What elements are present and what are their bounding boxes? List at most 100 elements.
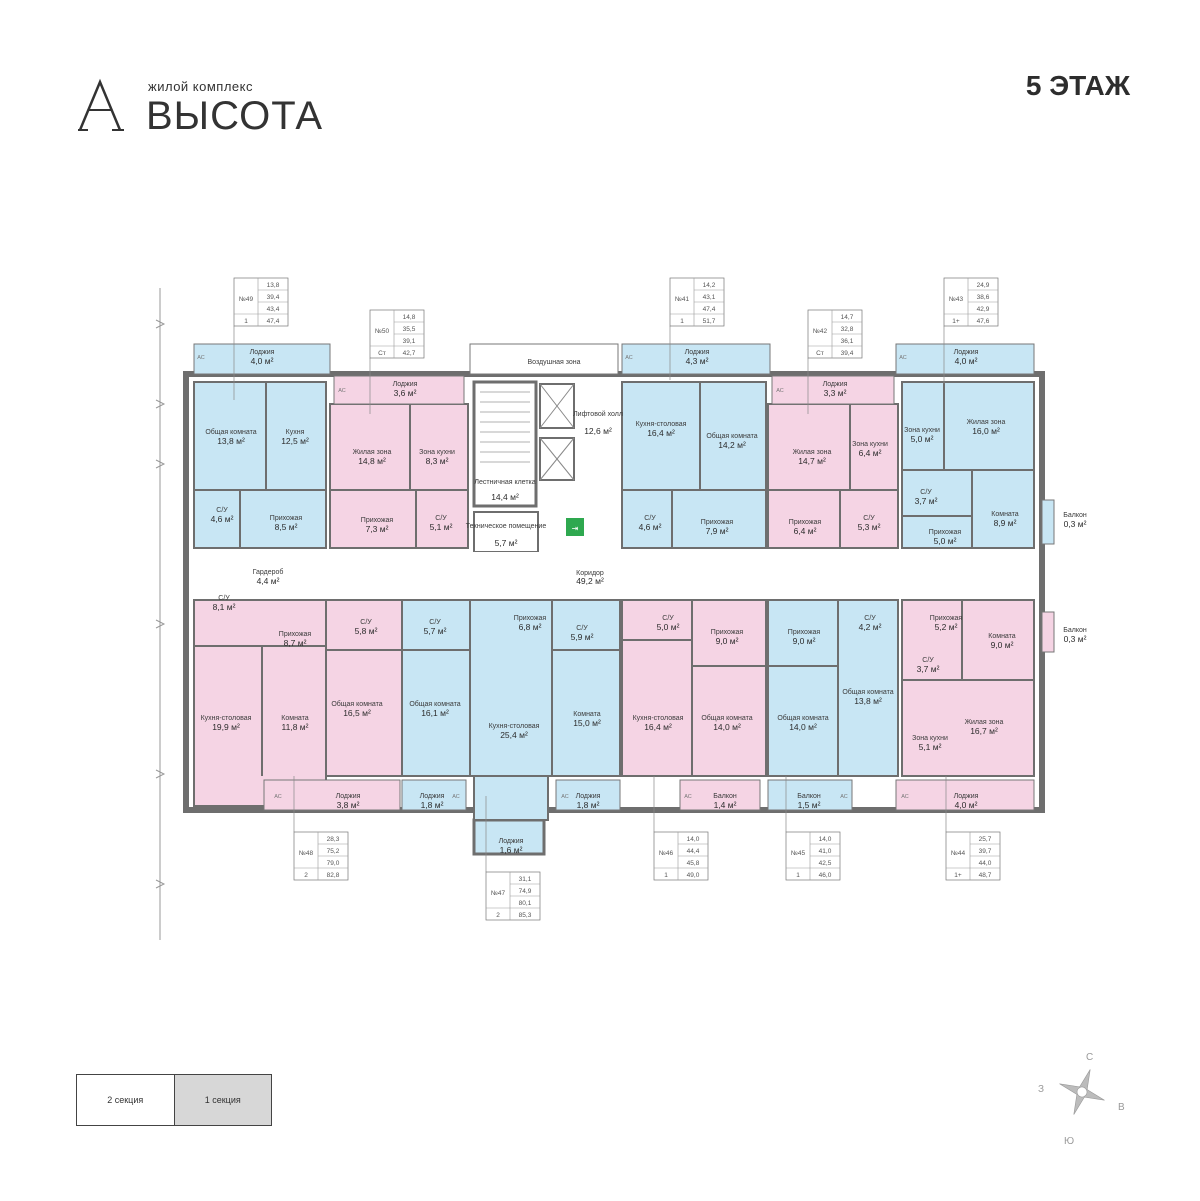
room-name: С/У: [644, 515, 656, 522]
apartment-area-value: 43,4: [267, 306, 280, 313]
room-area: 5,0 м²: [911, 434, 934, 444]
room-area: 4,6 м²: [639, 522, 662, 532]
room-area: 1,8 м²: [421, 800, 444, 810]
apartment-area-value: 74,9: [519, 888, 532, 895]
room-area: 6,8 м²: [519, 622, 542, 632]
room-area: 4,6 м²: [211, 514, 234, 524]
balcony-46[interactable]: [679, 779, 761, 811]
room-area: 4,3 м²: [686, 356, 709, 366]
room-area: 16,5 м²: [343, 708, 371, 718]
loggia-42[interactable]: [771, 375, 895, 405]
unit-45[interactable]: [767, 599, 899, 777]
stair-label: Лестничная клетка: [474, 479, 535, 486]
unit-48[interactable]: [193, 599, 327, 807]
room-area: 4,0 м²: [955, 356, 978, 366]
room-name: С/У: [864, 615, 876, 622]
apartment-area-value: 85,3: [519, 912, 532, 919]
unit-46[interactable]: [621, 599, 767, 777]
brand-name: ВЫСОТА: [146, 94, 323, 138]
room-area: 5,0 м²: [934, 536, 957, 546]
apartment-area-value: 46,0: [819, 872, 832, 879]
loggia-44[interactable]: [895, 779, 1035, 811]
stair-area: 14,4 м²: [491, 492, 519, 502]
loggia-41[interactable]: [621, 343, 771, 375]
room-name: Прихожая: [701, 519, 734, 526]
loggia-47c[interactable]: [555, 779, 621, 811]
room-area: 6,4 м²: [794, 526, 817, 536]
section-2-tab[interactable]: 2 секция: [107, 1095, 144, 1105]
apartment-area-value: 13,8: [267, 282, 280, 289]
room-name: С/У: [435, 515, 447, 522]
loggia-43[interactable]: [895, 343, 1035, 375]
loggia-49[interactable]: [193, 343, 331, 375]
room-area: 7,3 м²: [366, 524, 389, 534]
room-name: Гардероб: [253, 568, 284, 576]
balcony-43[interactable]: [1041, 499, 1055, 545]
room-area: 9,0 м²: [716, 636, 739, 646]
room-label: С/У5,0 м²: [657, 615, 680, 632]
room-name: Комната: [281, 715, 309, 722]
room-area: 14,0 м²: [789, 722, 817, 732]
room-name: Лоджия: [685, 349, 710, 356]
ac-marker: АС: [840, 794, 848, 800]
room-area: 6,4 м²: [859, 448, 882, 458]
loggia-47a[interactable]: [401, 779, 467, 811]
room-area: 9,0 м²: [793, 636, 816, 646]
room-name: Кухня-столовая: [636, 421, 687, 428]
brand-subtitle: жилой комплекс: [148, 79, 253, 94]
logo-mark-icon: [78, 78, 124, 131]
room-area: 9,0 м²: [991, 640, 1014, 650]
balcony-44[interactable]: [1041, 611, 1055, 653]
unit-43[interactable]: [901, 381, 1035, 549]
room-area: 5,9 м²: [571, 632, 594, 642]
exit-sign-icon: [566, 518, 584, 536]
apartment-number: №45: [791, 850, 806, 857]
apartment-rooms: 1: [680, 318, 684, 325]
unit-41[interactable]: [621, 381, 767, 549]
apartment-rooms: Ст: [378, 350, 386, 357]
air-zone: [469, 343, 619, 375]
unit-48b[interactable]: [325, 599, 403, 777]
room-area: 5,2 м²: [935, 622, 958, 632]
balcony-45[interactable]: [767, 779, 853, 811]
loggia-48[interactable]: [263, 779, 401, 811]
unit-42[interactable]: [767, 403, 899, 549]
loggia-50[interactable]: [333, 375, 465, 405]
apartment-area-value: 42,9: [977, 306, 990, 313]
room-name: Прихожая: [930, 615, 963, 622]
apartment-area-value: 38,6: [977, 294, 990, 301]
unit-44[interactable]: [901, 599, 1035, 777]
room-area: 0,3 м²: [1064, 519, 1087, 529]
room-name: Комната: [991, 511, 1019, 518]
apartment-area-value: 82,8: [327, 872, 340, 879]
room-area: 16,4 м²: [647, 428, 675, 438]
apartment-area-value: 28,3: [327, 836, 340, 843]
section-1-tab[interactable]: 1 секция: [173, 1075, 271, 1125]
room-name: С/У: [920, 489, 932, 496]
unit-49[interactable]: [193, 381, 327, 549]
unit-47[interactable]: [401, 599, 621, 777]
apartment-number: №46: [659, 850, 674, 857]
unit-50[interactable]: [329, 403, 469, 549]
room-name: Прихожая: [514, 615, 547, 622]
room-name: С/У: [922, 657, 934, 664]
